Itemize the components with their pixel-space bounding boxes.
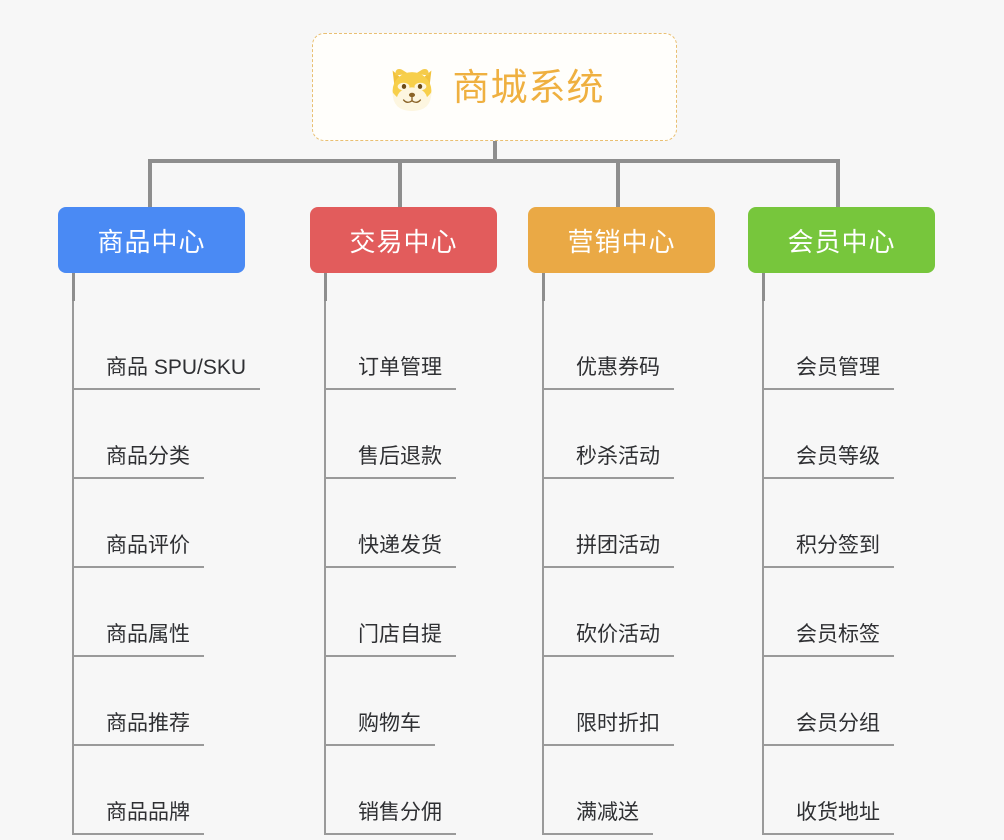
leaf-label: 商品评价 xyxy=(74,533,204,568)
list-item[interactable]: 会员标签 xyxy=(764,568,978,657)
root-title: 商城系统 xyxy=(452,66,605,108)
leaf-label: 商品分类 xyxy=(74,444,204,479)
list-item[interactable]: 门店自提 xyxy=(326,568,530,657)
leaf-label: 秒杀活动 xyxy=(544,444,674,479)
list-item[interactable]: 限时折扣 xyxy=(544,657,748,746)
list-item[interactable]: 收货地址 xyxy=(764,746,978,835)
connector-stem-trade-center xyxy=(324,273,327,301)
list-item[interactable]: 订单管理 xyxy=(326,301,530,390)
leaf-label: 积分签到 xyxy=(764,533,894,568)
leaf-label: 订单管理 xyxy=(326,355,456,390)
category-box-product-center[interactable]: 商品中心 xyxy=(58,207,245,273)
branch-product-center: 商品中心 商品 SPU/SKU 商品分类 商品评价 商品属性 商品推荐 商品品牌 xyxy=(58,207,308,835)
connector-stem-member-center xyxy=(762,273,765,301)
category-label: 会员中心 xyxy=(787,226,896,257)
list-item[interactable]: 会员分组 xyxy=(764,657,978,746)
root-node[interactable]: 商城系统 xyxy=(312,33,677,141)
connector-stem-marketing-center xyxy=(542,273,545,301)
list-item[interactable]: 商品品牌 xyxy=(74,746,308,835)
list-item[interactable]: 满减送 xyxy=(544,746,748,835)
list-item[interactable]: 积分签到 xyxy=(764,479,978,568)
connector-bus xyxy=(148,159,840,163)
list-item[interactable]: 商品分类 xyxy=(74,390,308,479)
leaf-label: 门店自提 xyxy=(326,622,456,657)
leaf-label: 收货地址 xyxy=(764,800,894,835)
list-item[interactable]: 商品评价 xyxy=(74,479,308,568)
leaf-label: 商品 SPU/SKU xyxy=(74,355,261,390)
category-label: 营销中心 xyxy=(567,226,676,257)
list-item[interactable]: 商品 SPU/SKU xyxy=(74,301,308,390)
leaf-label: 拼团活动 xyxy=(544,533,674,568)
category-box-member-center[interactable]: 会员中心 xyxy=(748,207,935,273)
category-label: 交易中心 xyxy=(349,226,458,257)
connector-drop-member-center xyxy=(836,159,840,207)
leaf-label: 砍价活动 xyxy=(544,622,674,657)
leaf-label: 会员分组 xyxy=(764,711,894,746)
leaf-list-product-center: 商品 SPU/SKU 商品分类 商品评价 商品属性 商品推荐 商品品牌 xyxy=(72,301,308,835)
leaf-label: 商品品牌 xyxy=(74,800,204,835)
connector-trunk xyxy=(493,141,497,162)
connector-drop-product-center xyxy=(148,159,152,207)
leaf-label: 商品推荐 xyxy=(74,711,204,746)
list-item[interactable]: 快递发货 xyxy=(326,479,530,568)
list-item[interactable]: 会员等级 xyxy=(764,390,978,479)
list-item[interactable]: 销售分佣 xyxy=(326,746,530,835)
leaf-label: 商品属性 xyxy=(74,622,204,657)
leaf-label: 售后退款 xyxy=(326,444,456,479)
leaf-label: 会员等级 xyxy=(764,444,894,479)
connector-drop-marketing-center xyxy=(616,159,620,207)
leaf-list-trade-center: 订单管理 售后退款 快递发货 门店自提 购物车 销售分佣 xyxy=(324,301,530,835)
connector-stem-product-center xyxy=(72,273,75,301)
leaf-list-member-center: 会员管理 会员等级 积分签到 会员标签 会员分组 收货地址 xyxy=(762,301,978,835)
list-item[interactable]: 优惠券码 xyxy=(544,301,748,390)
leaf-label: 会员标签 xyxy=(764,622,894,657)
list-item[interactable]: 会员管理 xyxy=(764,301,978,390)
branch-trade-center: 交易中心 订单管理 售后退款 快递发货 门店自提 购物车 销售分佣 xyxy=(310,207,530,835)
leaf-label: 限时折扣 xyxy=(544,711,674,746)
leaf-label: 会员管理 xyxy=(764,355,894,390)
leaf-label: 优惠券码 xyxy=(544,355,674,390)
leaf-label: 满减送 xyxy=(544,800,653,835)
leaf-label: 购物车 xyxy=(326,711,435,746)
connector-drop-trade-center xyxy=(398,159,402,207)
list-item[interactable]: 售后退款 xyxy=(326,390,530,479)
category-box-marketing-center[interactable]: 营销中心 xyxy=(528,207,715,273)
shiba-dog-face-icon xyxy=(385,62,439,116)
leaf-list-marketing-center: 优惠券码 秒杀活动 拼团活动 砍价活动 限时折扣 满减送 xyxy=(542,301,748,835)
category-box-trade-center[interactable]: 交易中心 xyxy=(310,207,497,273)
branch-member-center: 会员中心 会员管理 会员等级 积分签到 会员标签 会员分组 收货地址 xyxy=(748,207,978,835)
list-item[interactable]: 秒杀活动 xyxy=(544,390,748,479)
list-item[interactable]: 拼团活动 xyxy=(544,479,748,568)
list-item[interactable]: 砍价活动 xyxy=(544,568,748,657)
category-label: 商品中心 xyxy=(97,226,206,257)
list-item[interactable]: 商品属性 xyxy=(74,568,308,657)
list-item[interactable]: 购物车 xyxy=(326,657,530,746)
leaf-label: 快递发货 xyxy=(326,533,456,568)
branch-marketing-center: 营销中心 优惠券码 秒杀活动 拼团活动 砍价活动 限时折扣 满减送 xyxy=(528,207,748,835)
list-item[interactable]: 商品推荐 xyxy=(74,657,308,746)
leaf-label: 销售分佣 xyxy=(326,800,456,835)
